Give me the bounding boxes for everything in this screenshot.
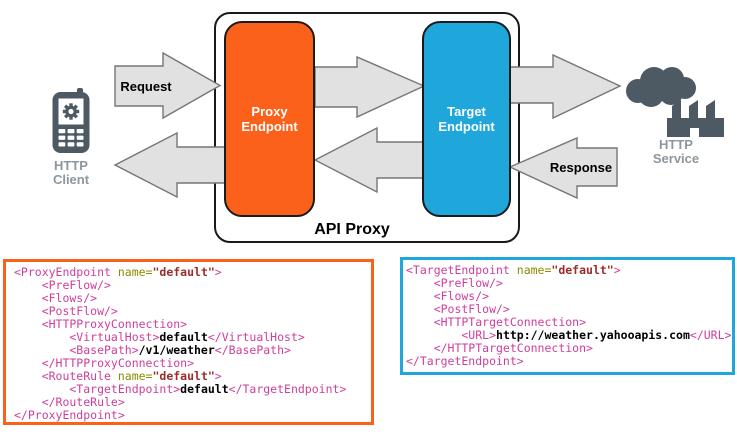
- http-client-label-line2: Client: [52, 172, 90, 187]
- mobile-phone-icon: [52, 88, 90, 153]
- proxy-to-client-arrow: [113, 131, 227, 199]
- code-line: <Flows/>: [14, 291, 98, 305]
- code-line: <PostFlow/>: [406, 302, 510, 316]
- proxy-endpoint-box: Proxy Endpoint: [224, 21, 315, 217]
- code-line: </HTTPProxyConnection>: [14, 356, 195, 370]
- response-arrow: [508, 136, 618, 200]
- code-line: <PreFlow/>: [14, 278, 111, 292]
- proxy-endpoint-label-line1: Proxy: [251, 104, 288, 119]
- code-line: <PostFlow/>: [14, 304, 118, 318]
- http-service-label-line2: Service: [652, 151, 700, 166]
- api-proxy-label: API Proxy: [314, 221, 390, 238]
- http-service-label: HTTP Service: [641, 138, 711, 166]
- target-endpoint-label-line2: Endpoint: [438, 119, 495, 134]
- target-endpoint-box: Target Endpoint: [422, 21, 511, 217]
- code-line: <HTTPTargetConnection>: [406, 315, 587, 329]
- code-line: <TargetEndpoint>default</TargetEndpoint>: [14, 382, 347, 396]
- code-line: <PreFlow/>: [406, 276, 503, 290]
- code-line: <RouteRule name="default">: [14, 369, 222, 383]
- code-line: <HTTPProxyConnection>: [14, 317, 188, 331]
- request-arrow: [114, 51, 222, 120]
- proxy-endpoint-label-line2: Endpoint: [241, 119, 298, 134]
- http-client-label-line1: HTTP: [54, 158, 88, 173]
- code-line: </ProxyEndpoint>: [14, 408, 125, 422]
- request-arrow-label: Request: [120, 79, 172, 94]
- http-client-label: HTTP Client: [36, 159, 106, 187]
- proxy-endpoint-xml-config: <ProxyEndpoint name="default"> <PreFlow/…: [3, 259, 374, 425]
- gear-icon: [62, 103, 80, 120]
- code-line: <URL>http://weather.yahooapis.com</URL>: [406, 328, 732, 342]
- target-endpoint-xml-config: <TargetEndpoint name="default"> <PreFlow…: [400, 257, 735, 375]
- code-line: <TargetEndpoint name="default">: [406, 263, 621, 277]
- factory-icon: [626, 67, 724, 137]
- code-line: <BasePath>/v1/weather</BasePath>: [14, 343, 291, 357]
- response-arrow-label: Response: [550, 160, 612, 175]
- proxy-to-target-arrow: [314, 55, 426, 119]
- code-line: </TargetEndpoint>: [406, 354, 524, 368]
- target-to-service-arrow: [508, 53, 622, 120]
- code-line: </RouteRule>: [14, 395, 125, 409]
- code-line: </HTTPTargetConnection>: [406, 341, 593, 355]
- code-line: <ProxyEndpoint name="default">: [14, 265, 222, 279]
- http-service-label-line1: HTTP: [659, 137, 693, 152]
- code-line: <Flows/>: [406, 289, 490, 303]
- flow-arrows: Request Response: [113, 51, 622, 200]
- smoke-cloud-icon: [626, 67, 696, 107]
- code-line: <VirtualHost>default</VirtualHost>: [14, 330, 305, 344]
- target-endpoint-label-line1: Target: [447, 104, 486, 119]
- target-to-proxy-arrow: [313, 126, 426, 194]
